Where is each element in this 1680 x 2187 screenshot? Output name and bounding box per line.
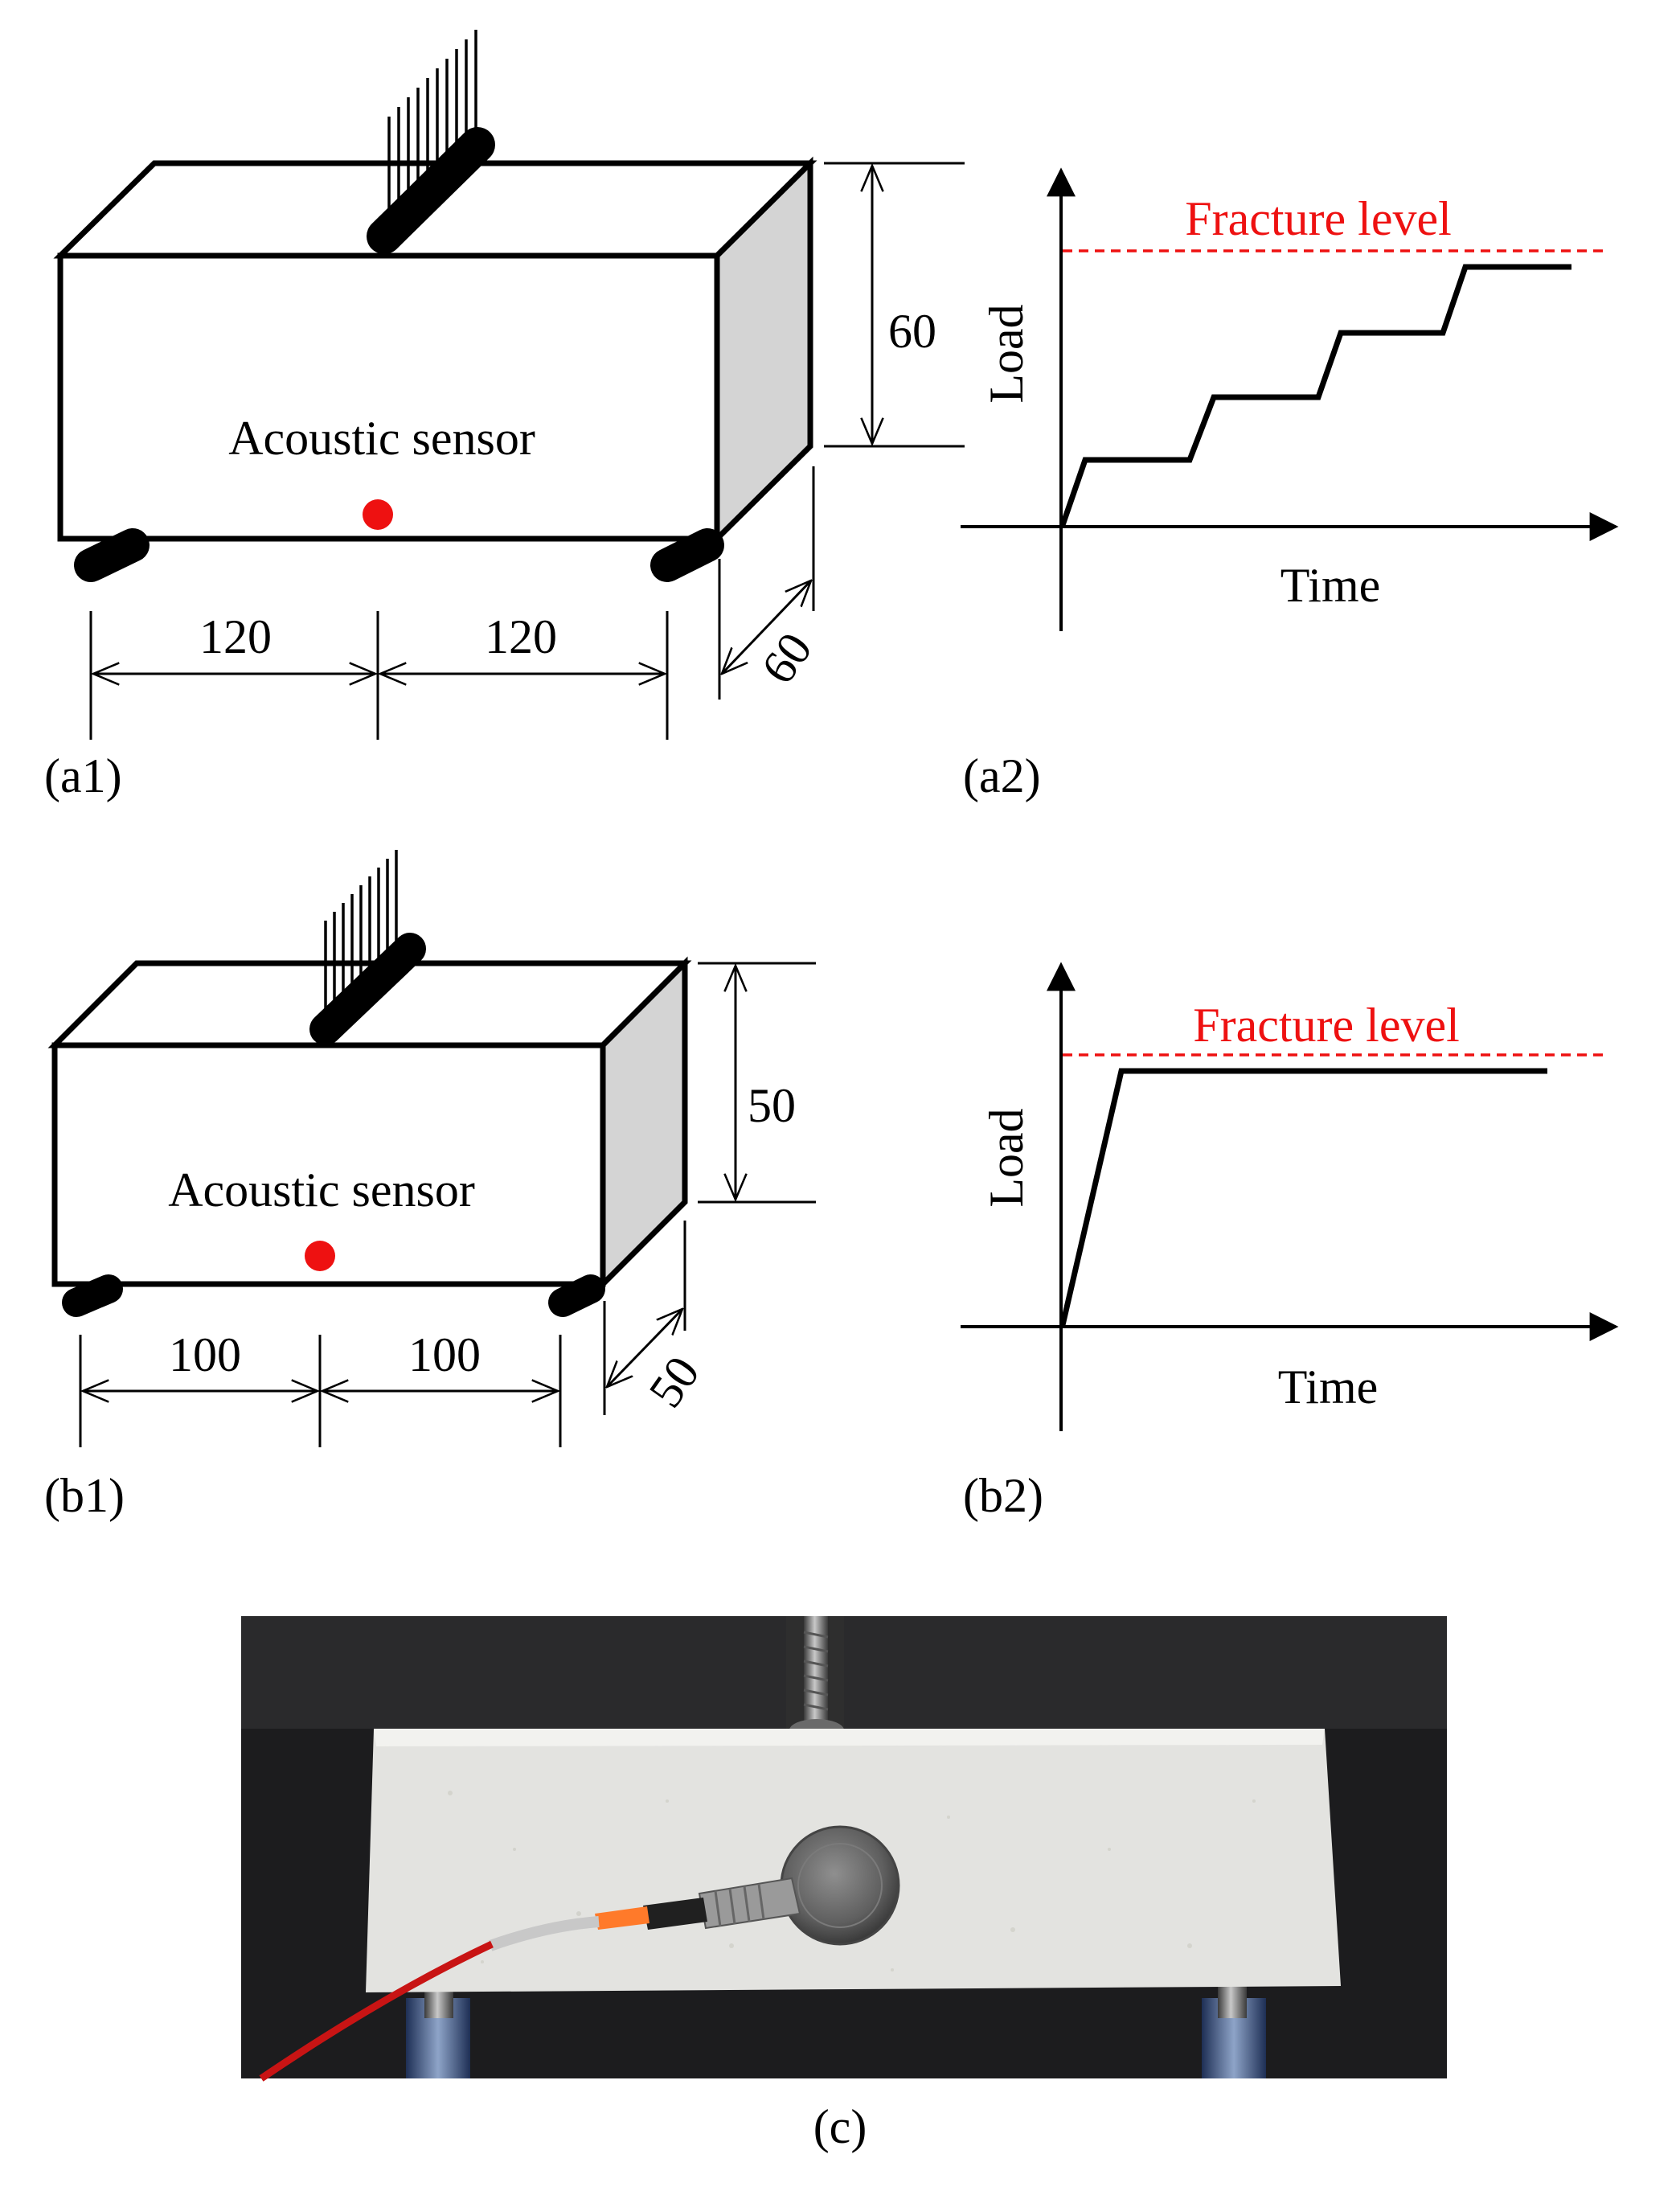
- load-arrows: [389, 30, 476, 233]
- acoustic-sensor-photo: [259, 1825, 900, 2082]
- span-dimension: [79, 1335, 562, 1447]
- sensor-dot: [305, 1241, 335, 1271]
- span-right-value: 100: [408, 1328, 481, 1381]
- sensor-label: Acoustic sensor: [228, 412, 535, 465]
- panel-tag: (a2): [963, 749, 1041, 802]
- beam-front-face: [57, 252, 720, 542]
- panel-a1: Acoustic sensor 60 60 120 120 (a1): [44, 30, 965, 802]
- upper-loading-pin: [786, 1616, 844, 1742]
- support-roller-left: [62, 1274, 123, 1317]
- support-roller-right: [650, 528, 724, 582]
- x-axis-label: Time: [1280, 559, 1381, 612]
- panel-b2: Fracture level Load Time (b2): [961, 962, 1619, 1522]
- span-right-value: 120: [485, 610, 557, 663]
- width-dimension: [718, 466, 815, 700]
- fracture-level-label: Fracture level: [1185, 192, 1452, 245]
- y-axis-label: Load: [980, 1108, 1033, 1207]
- height-dimension: [698, 962, 816, 1204]
- panel-b1: Acoustic sensor 50 50 100 100 (b1): [44, 850, 816, 1522]
- support-roller-right: [548, 1274, 605, 1317]
- height-value: 50: [748, 1079, 796, 1132]
- height-value: 60: [888, 305, 936, 358]
- support-roller-left: [74, 528, 150, 582]
- span-left-value: 100: [169, 1328, 241, 1381]
- panel-tag: (c): [813, 2100, 867, 2153]
- span-dimension: [89, 611, 669, 740]
- sensor-dot: [363, 499, 393, 530]
- height-dimension: [824, 162, 965, 448]
- lower-support-posts: [406, 1986, 1266, 2078]
- x-axis-label: Time: [1278, 1360, 1379, 1414]
- panel-tag: (a1): [44, 749, 122, 802]
- load-arrows: [326, 850, 396, 1021]
- panel-c-photo: [241, 1616, 1447, 2082]
- sensor-label: Acoustic sensor: [168, 1163, 475, 1217]
- panel-a2: Fracture level Load Time (a2): [961, 167, 1619, 802]
- width-value: 50: [638, 1347, 709, 1417]
- loading-roller: [309, 933, 426, 1045]
- panel-tag: (b2): [963, 1469, 1043, 1522]
- width-dimension: [603, 1221, 686, 1415]
- fracture-level-label: Fracture level: [1193, 999, 1460, 1052]
- load-curve-monotonic: [1059, 1068, 1547, 1326]
- panel-tag: (b1): [44, 1469, 125, 1522]
- span-left-value: 120: [199, 610, 272, 663]
- load-curve-stepwise: [1059, 264, 1571, 527]
- y-axis-label: Load: [980, 304, 1033, 403]
